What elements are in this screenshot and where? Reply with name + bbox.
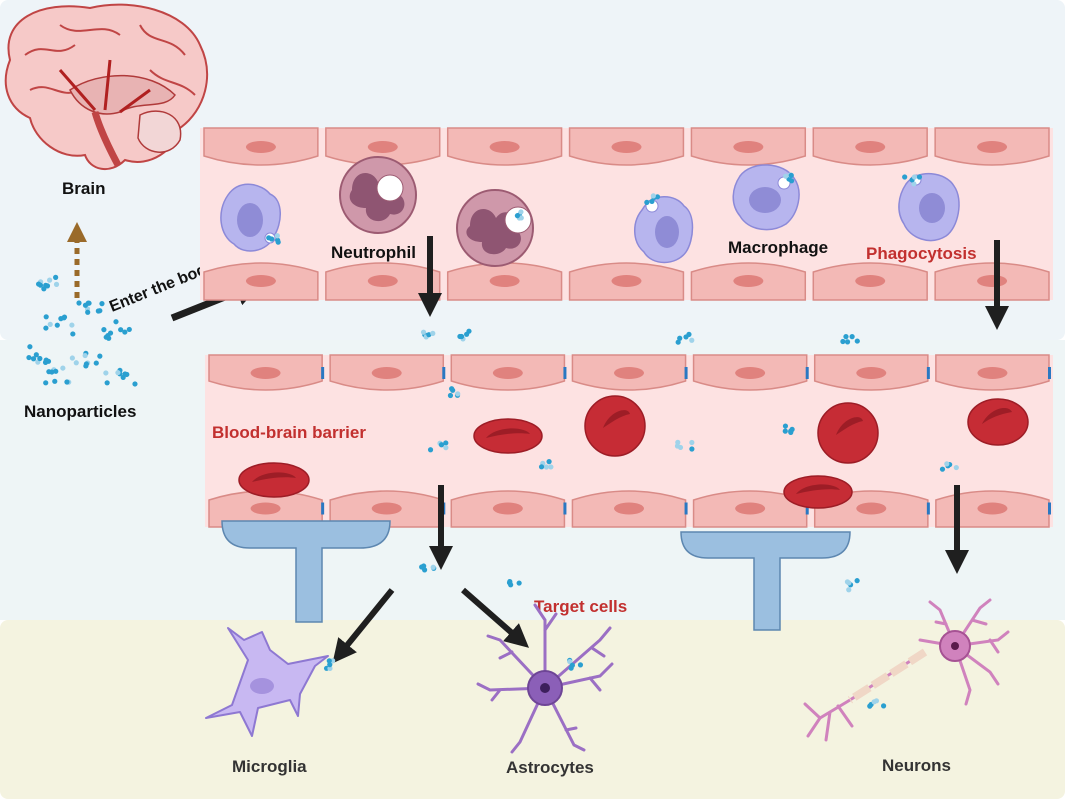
macrophage-cell: [732, 164, 800, 231]
endothelial-cell: [934, 262, 1050, 301]
red-blood-cell: [238, 462, 310, 498]
bbb-label: Blood-brain barrier: [212, 423, 366, 442]
neuron-nucleus: [951, 642, 959, 650]
myelin-sheath: [847, 648, 928, 704]
endothelial-cell: [934, 127, 1050, 166]
microglia-cell: [205, 627, 329, 737]
astrocyte-nucleus: [540, 683, 550, 693]
endothelial-cell: [325, 262, 441, 301]
nanoparticles-label: Nanoparticles: [24, 402, 136, 421]
endothelial-cell: [450, 490, 567, 528]
endothelial-cell: [571, 490, 688, 528]
macrophage-label: Macrophage: [728, 238, 828, 257]
glia-endfoot: [221, 520, 391, 623]
red-blood-cell: [817, 402, 879, 464]
endothelial-cell: [692, 354, 809, 391]
endothelial-cell: [568, 127, 685, 166]
red-blood-cell: [967, 398, 1029, 446]
endothelial-cell: [329, 490, 446, 528]
astrocyte-cell: [476, 603, 614, 754]
neutrophil-cell: [456, 189, 534, 267]
to-astrocyte-arrow: [461, 587, 530, 648]
red-blood-cell: [473, 418, 543, 454]
to-microglia-arrow: [332, 588, 395, 664]
endothelial-cell: [568, 262, 685, 301]
glia-endfoot: [680, 531, 851, 631]
macrophage-cell: [634, 196, 694, 264]
endothelial-cell: [812, 262, 928, 301]
blood-brain-barrier-vessel: [205, 354, 1053, 528]
endothelial-cell: [692, 490, 809, 528]
astrocytes-label: Astrocytes: [506, 758, 594, 777]
endothelial-cell: [208, 354, 325, 391]
endothelial-cell: [813, 354, 930, 391]
blood-vessel: [200, 127, 1053, 301]
endothelial-cell: [450, 354, 567, 391]
neutrophil-label: Neutrophil: [331, 243, 416, 262]
macrophage-cell: [898, 172, 960, 242]
endothelial-cell: [935, 354, 1051, 391]
brain-illustration: [4, 3, 208, 170]
endothelial-cell: [446, 262, 563, 301]
microglia-label: Microglia: [232, 757, 307, 776]
endothelial-cell: [571, 354, 688, 391]
endothelial-cell: [690, 127, 807, 166]
neurons-label: Neurons: [882, 756, 951, 775]
macrophage-cell: [220, 183, 281, 252]
endothelial-cell: [935, 490, 1051, 528]
phagocytosis-label: Phagocytosis: [866, 244, 977, 263]
red-blood-cell: [584, 395, 646, 457]
endothelial-cell: [690, 262, 807, 301]
nanoparticle-clusters: [266, 172, 959, 709]
endothelial-cell: [203, 262, 319, 301]
nanoparticle-cloud: [26, 274, 138, 387]
endothelial-cell: [446, 127, 563, 166]
endothelial-cell: [329, 354, 446, 391]
endothelial-cell: [812, 127, 928, 166]
neutrophil-cell: [339, 156, 417, 234]
endothelial-cell: [203, 127, 319, 166]
brain-label: Brain: [62, 179, 105, 198]
target-cells-label: Target cells: [534, 597, 627, 616]
red-blood-cell: [783, 475, 853, 509]
